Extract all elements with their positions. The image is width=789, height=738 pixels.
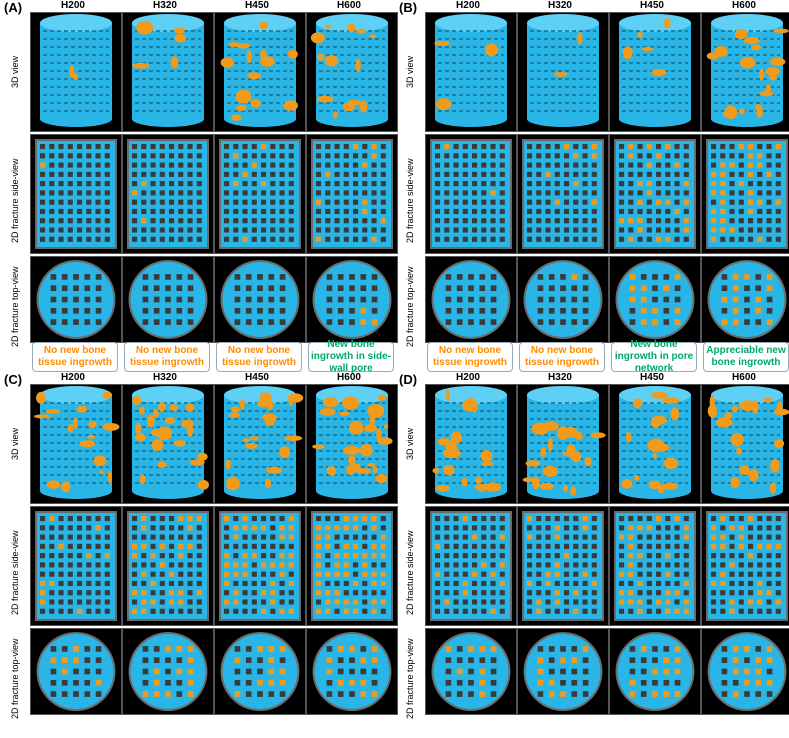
- annotation-note: No new bone tissue ingrowth: [427, 342, 513, 372]
- micro-ct-image: [306, 628, 398, 715]
- annotation-note: No new bone tissue ingrowth: [216, 342, 302, 372]
- panel-letter: (A): [4, 0, 23, 15]
- micro-ct-image: [701, 12, 789, 132]
- row-label: 2D fracture top-view: [10, 637, 20, 719]
- micro-ct-image: [306, 12, 398, 132]
- micro-ct-image: [609, 384, 701, 504]
- micro-ct-image: [30, 506, 122, 626]
- column-header: H600: [732, 0, 756, 11]
- column-header: H200: [456, 0, 480, 11]
- micro-ct-image: [609, 256, 701, 343]
- micro-ct-image: [517, 384, 609, 504]
- micro-ct-image: [306, 256, 398, 343]
- micro-ct-image: [122, 134, 214, 254]
- column-header: H320: [548, 372, 572, 383]
- row-label: 2D fracture top-view: [405, 265, 415, 347]
- micro-ct-image: [30, 134, 122, 254]
- micro-ct-image: [701, 506, 789, 626]
- micro-ct-image: [425, 256, 517, 343]
- micro-ct-image: [214, 506, 306, 626]
- micro-ct-image: [122, 628, 214, 715]
- micro-ct-image: [30, 256, 122, 343]
- row-label: 3D view: [405, 427, 415, 460]
- micro-ct-image: [517, 506, 609, 626]
- micro-ct-image: [306, 506, 398, 626]
- micro-ct-image: [517, 134, 609, 254]
- micro-ct-image: [609, 506, 701, 626]
- column-header: H320: [548, 0, 572, 11]
- column-header: H600: [337, 372, 361, 383]
- panel-letter: (D): [399, 372, 418, 387]
- annotation-note: New bone ingrowth in pore network: [611, 339, 697, 374]
- micro-ct-image: [425, 628, 517, 715]
- row-label: 2D fracture side-view: [405, 530, 415, 616]
- column-header: H200: [61, 372, 85, 383]
- micro-ct-image: [122, 256, 214, 343]
- micro-ct-image: [425, 384, 517, 504]
- micro-ct-image: [30, 12, 122, 132]
- micro-ct-image: [425, 12, 517, 132]
- row-label: 3D view: [10, 427, 20, 460]
- column-header: H450: [245, 0, 269, 11]
- panel-letter: (C): [4, 372, 23, 387]
- annotation-note: No new bone tissue ingrowth: [519, 342, 605, 372]
- row-label: 2D fracture top-view: [10, 265, 20, 347]
- micro-ct-image: [30, 384, 122, 504]
- column-header: H600: [732, 372, 756, 383]
- row-label: 3D view: [10, 55, 20, 88]
- annotation-note: Appreciable new bone ingrowth: [703, 342, 789, 372]
- figure-panel-0: (A) H200 H320 H450 H600 3D view 2D fracture si…: [0, 0, 398, 374]
- micro-ct-image: [122, 506, 214, 626]
- annotation-note: No new bone tissue ingrowth: [32, 342, 118, 372]
- row-label: 2D fracture top-view: [405, 637, 415, 719]
- column-header: H200: [456, 372, 480, 383]
- micro-ct-image: [306, 384, 398, 504]
- micro-ct-image: [609, 628, 701, 715]
- micro-ct-image: [306, 134, 398, 254]
- micro-ct-image: [214, 134, 306, 254]
- micro-ct-image: [214, 12, 306, 132]
- column-header: H600: [337, 0, 361, 11]
- micro-ct-image: [701, 134, 789, 254]
- micro-ct-image: [517, 256, 609, 343]
- figure-panel-2: (C) H200 H320 H450 H600 3D view 2D fracture si…: [0, 372, 398, 738]
- micro-ct-image: [701, 256, 789, 343]
- column-header: H450: [245, 372, 269, 383]
- micro-ct-image: [517, 628, 609, 715]
- micro-ct-image: [214, 384, 306, 504]
- row-label: 2D fracture side-view: [10, 530, 20, 616]
- micro-ct-image: [425, 134, 517, 254]
- column-header: H320: [153, 372, 177, 383]
- micro-ct-image: [122, 384, 214, 504]
- micro-ct-image: [517, 12, 609, 132]
- micro-ct-image: [609, 134, 701, 254]
- row-label: 3D view: [405, 55, 415, 88]
- micro-ct-image: [122, 12, 214, 132]
- figure-panel-1: (B) H200 H320 H450 H600 3D view 2D fracture si…: [395, 0, 789, 374]
- column-header: H450: [640, 0, 664, 11]
- row-label: 2D fracture side-view: [405, 158, 415, 244]
- micro-ct-image: [701, 628, 789, 715]
- column-header: H450: [640, 372, 664, 383]
- panel-letter: (B): [399, 0, 418, 15]
- micro-ct-image: [425, 506, 517, 626]
- row-label: 2D fracture side-view: [10, 158, 20, 244]
- micro-ct-image: [701, 384, 789, 504]
- micro-ct-image: [609, 12, 701, 132]
- annotation-note: No new bone tissue ingrowth: [124, 342, 210, 372]
- column-header: H200: [61, 0, 85, 11]
- micro-ct-image: [214, 256, 306, 343]
- annotation-note: New bone ingrowth in side-wall pore: [308, 339, 394, 374]
- micro-ct-image: [30, 628, 122, 715]
- column-header: H320: [153, 0, 177, 11]
- micro-ct-image: [214, 628, 306, 715]
- figure-panel-3: (D) H200 H320 H450 H600 3D view 2D fracture si…: [395, 372, 789, 738]
